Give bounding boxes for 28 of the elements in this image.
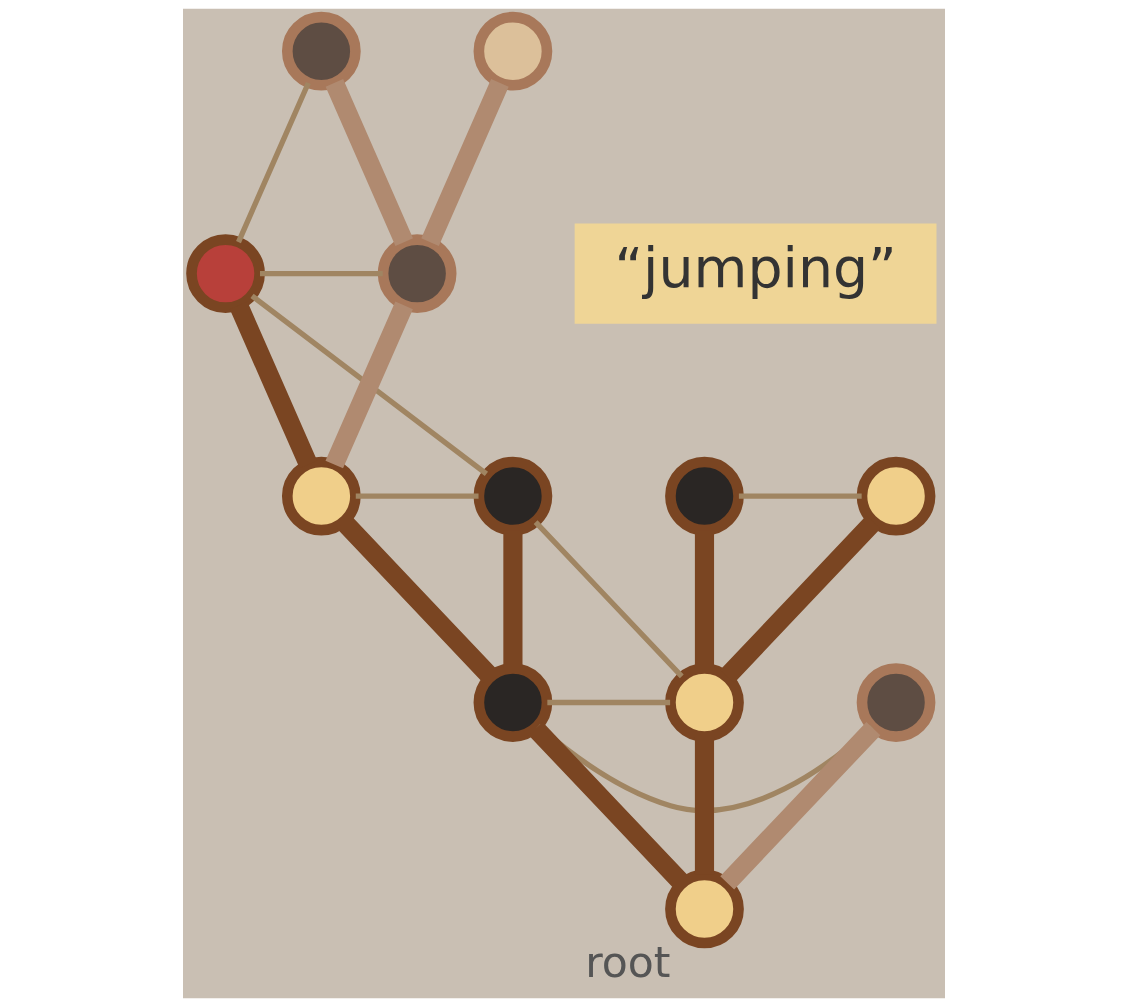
connector (325, 79, 413, 246)
node-label: root (584, 937, 671, 988)
node-circle (856, 663, 935, 742)
node-circle (377, 234, 456, 313)
label: “jumping” (613, 236, 897, 301)
node-circle (664, 869, 744, 949)
node-circle (664, 456, 744, 536)
connector (259, 270, 383, 277)
node-circle (473, 11, 552, 91)
node-circle (856, 456, 935, 536)
connector (738, 493, 862, 499)
node-circle (473, 456, 552, 536)
node-circle (281, 11, 361, 91)
connector (719, 722, 880, 890)
connector (336, 515, 497, 683)
node-circle (473, 663, 552, 742)
connector (235, 81, 311, 244)
connector (719, 515, 880, 683)
connector (420, 79, 509, 246)
connector (355, 493, 479, 499)
connector (325, 301, 413, 469)
connector (528, 722, 689, 890)
node-circle (185, 234, 265, 313)
connector (533, 520, 684, 679)
connector (546, 699, 670, 706)
node-circle (664, 663, 744, 742)
node-circle (281, 456, 361, 536)
connector (249, 293, 488, 476)
